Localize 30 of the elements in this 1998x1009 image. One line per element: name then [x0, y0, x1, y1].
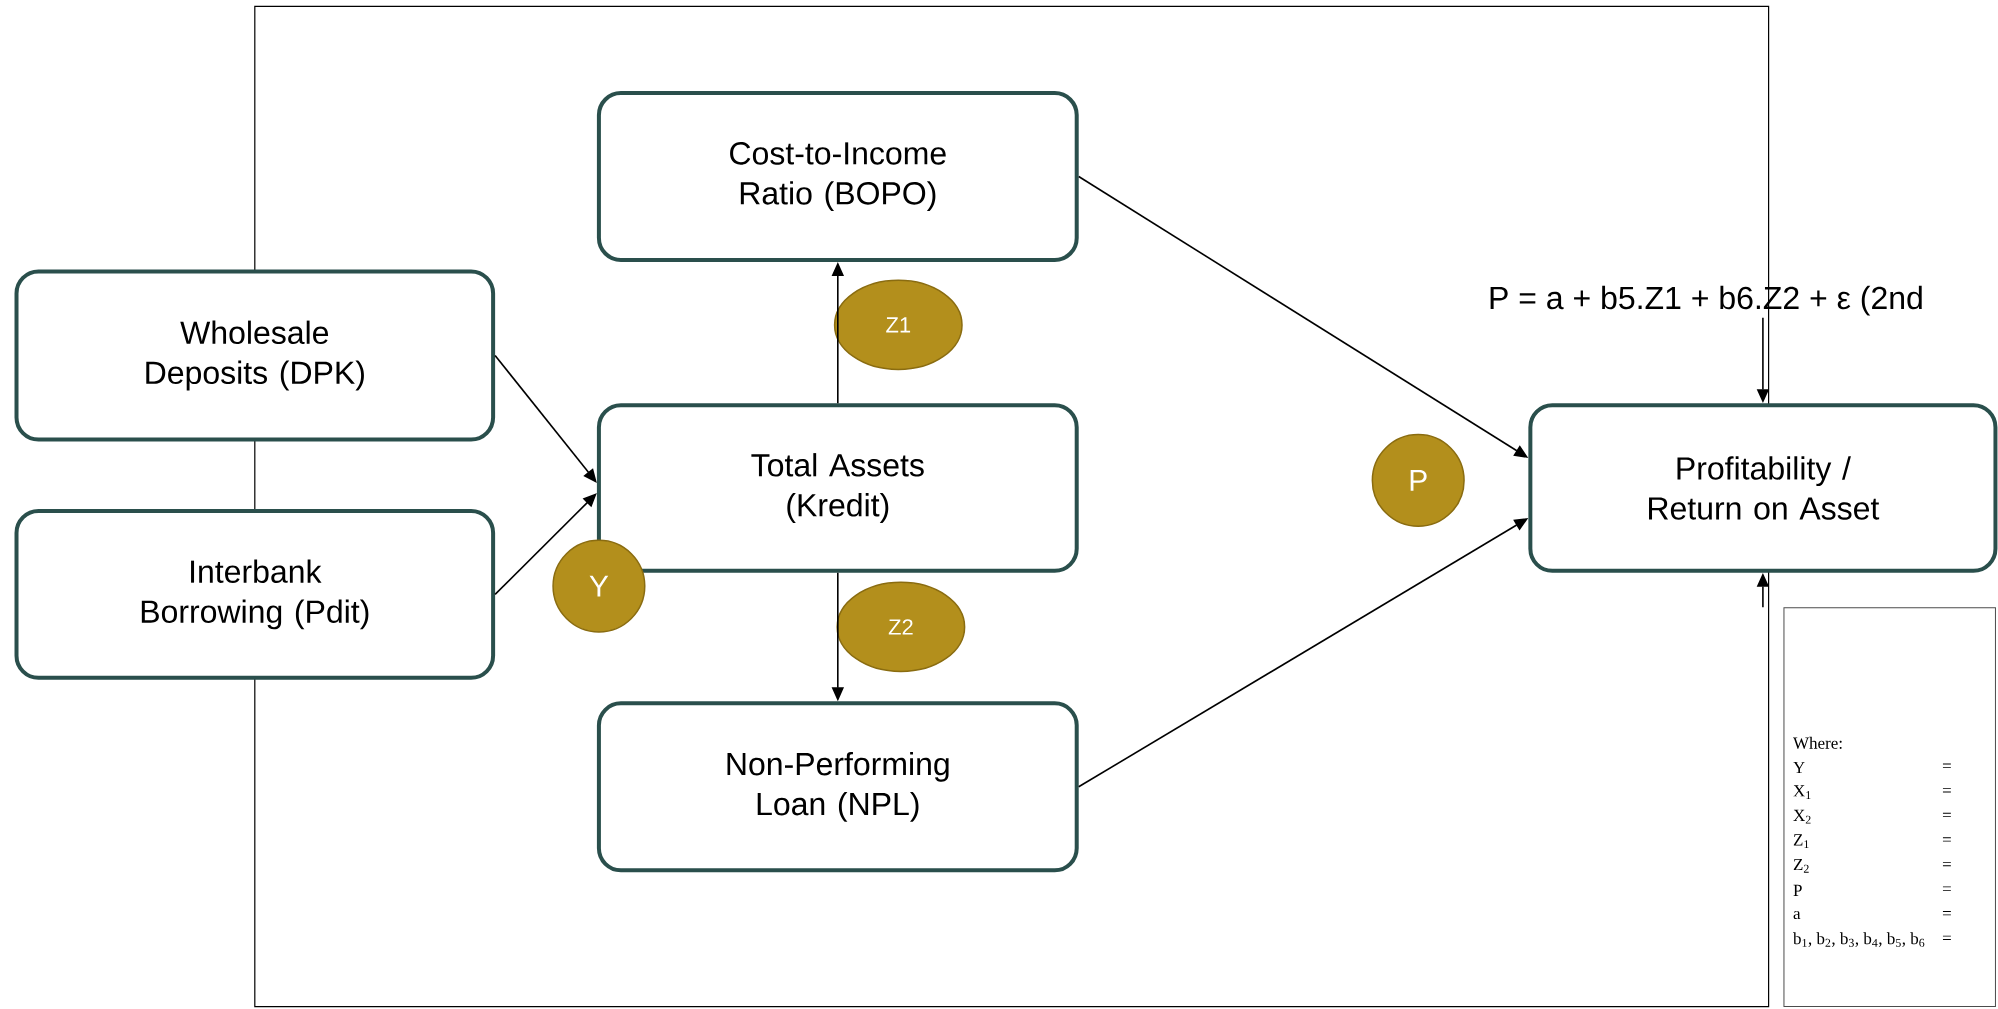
process-box: Profitability / Return on Asset: [1528, 403, 1998, 573]
table-cell: =: [1942, 911, 1951, 916]
table-cell: =: [1942, 763, 1951, 768]
arrow: [494, 354, 597, 483]
process-box: Wholesale Deposits (DPK): [14, 269, 496, 442]
table-cell: =: [1942, 837, 1951, 842]
arrow: [494, 493, 597, 596]
process-box: Cost-to-Income Ratio (BOPO): [596, 91, 1079, 262]
table-cell: b$_{1}$, b$_{2}$, b$_{3}$, b$_{4}$, b$_{5}$, b$_{6}$: [1793, 932, 1925, 947]
table-cell: =: [1942, 886, 1951, 891]
process-box: Non-Performing Loan (NPL): [596, 701, 1079, 873]
table-cell: a: [1793, 910, 1801, 920]
table-heading: Where:: [1793, 736, 1842, 749]
legend-table: [1783, 607, 1996, 1008]
table-cell: X$_{2}$: [1793, 809, 1811, 824]
table-cell: Z$_{1}$: [1793, 834, 1809, 849]
table-cell: =: [1942, 812, 1951, 818]
process-box: Interbank Borrowing (Pdit): [14, 508, 496, 680]
table-cell: =: [1942, 788, 1951, 793]
process-box: Total Assets (Kredit): [596, 403, 1079, 573]
table-cell: Z$_{2}$: [1793, 858, 1809, 873]
table-cell: Y: [1793, 761, 1805, 774]
table-cell: =: [1942, 861, 1951, 867]
table-cell: P: [1793, 884, 1802, 896]
variable-badge: Z1: [833, 279, 963, 371]
table-cell: =: [1942, 935, 1951, 940]
table-cell: X$_{1}$: [1793, 785, 1811, 799]
variable-badge: P: [1371, 433, 1465, 527]
variable-badge: Z2: [836, 581, 966, 673]
variable-badge: Y: [552, 539, 646, 633]
